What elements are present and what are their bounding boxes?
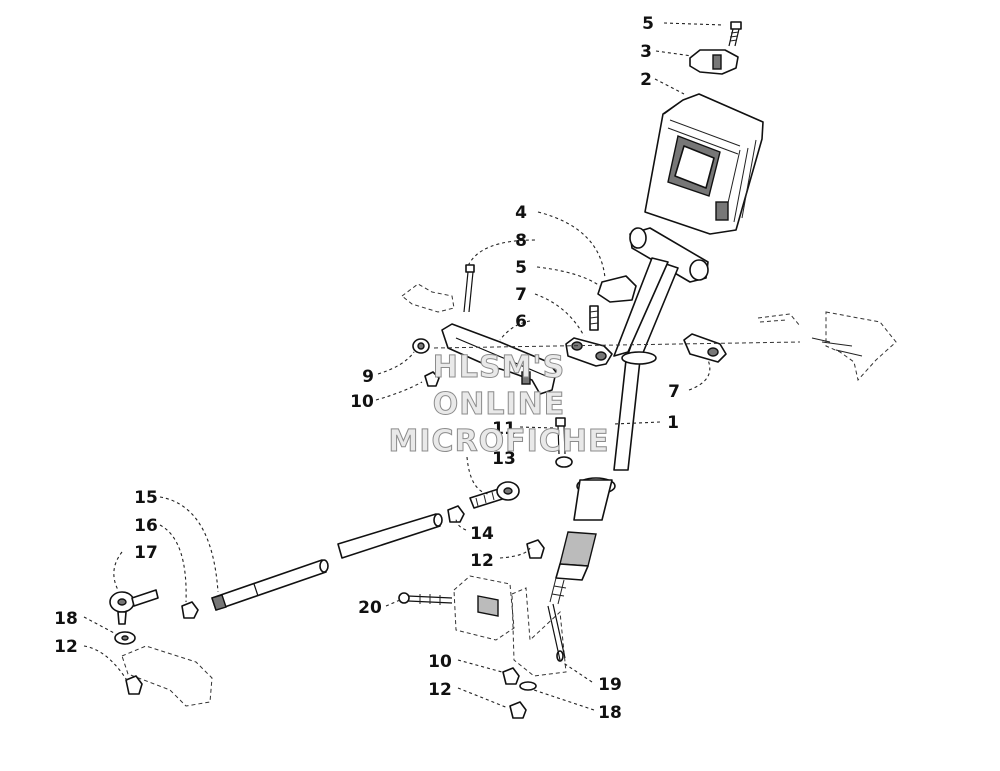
callout-7-left: 7 — [515, 285, 527, 305]
part-3-clamp-block — [689, 49, 739, 75]
callout-1: 1 — [667, 413, 679, 433]
part-20-bolt — [398, 592, 453, 605]
watermark-line-1: HLSM'S — [433, 350, 565, 385]
callout-11: 11 — [492, 419, 516, 439]
callout-10-left: 10 — [350, 392, 374, 412]
callout-15: 15 — [134, 488, 158, 508]
callout-4: 4 — [515, 203, 527, 223]
leader-lines — [83, 22, 725, 711]
part-4-clamp — [597, 275, 637, 303]
part-12-nut-mid — [526, 539, 545, 559]
callout-12-left: 12 — [54, 637, 78, 657]
part-1-steering-post — [549, 227, 709, 605]
callout-7-right: 7 — [668, 382, 680, 402]
watermark: HLSM'S ONLINE MICROFICHE — [388, 350, 610, 460]
callout-16: 16 — [134, 516, 158, 536]
reference-hood-bracket-right — [757, 311, 897, 382]
callout-12-bottom: 12 — [428, 680, 452, 700]
part-15-tie-rod — [211, 513, 443, 611]
callout-18-left: 18 — [54, 609, 78, 629]
reference-bearing-block — [453, 575, 515, 641]
part-5-cap-screw-top — [728, 21, 742, 47]
watermark-line-3: MICROFICHE — [389, 424, 610, 459]
reference-bracket-left — [401, 283, 455, 313]
callout-12-mid: 12 — [470, 551, 494, 571]
part-18-washer-left — [114, 631, 136, 645]
callout-5-top: 5 — [642, 14, 654, 34]
reference-steering-arm — [121, 645, 213, 707]
callout-18-bottom: 18 — [598, 703, 622, 723]
part-11-bolt — [555, 417, 566, 455]
part-12-nut-bottom — [509, 701, 527, 719]
part-17-tie-rod-end — [109, 589, 159, 625]
part-18-washer-bottom — [519, 681, 537, 691]
part-10-nut-left — [424, 371, 440, 387]
callout-5-mid: 5 — [515, 258, 527, 278]
part-13-rod-end — [469, 481, 520, 509]
callout-6: 6 — [515, 312, 527, 332]
part-7-link-plate-right — [683, 333, 727, 363]
callout-2: 2 — [640, 70, 652, 90]
callout-3: 3 — [640, 42, 652, 62]
part-5-cap-screw-mid — [589, 305, 599, 331]
part-2-handlebar-pad — [644, 93, 764, 235]
callout-labels: 5 3 2 4 8 5 7 6 9 10 7 1 11 13 15 16 17 … — [54, 14, 680, 723]
callout-10-bottom: 10 — [428, 652, 452, 672]
part-10-nut-bottom — [502, 667, 520, 685]
callout-9: 9 — [362, 367, 374, 387]
callout-13: 13 — [492, 449, 516, 469]
callout-14: 14 — [470, 524, 494, 544]
part-12-nut-left — [125, 675, 143, 695]
part-14-jam-nut — [447, 505, 465, 523]
part-9-nut — [412, 338, 430, 354]
watermark-line-2: ONLINE — [433, 387, 566, 422]
part-8-screw — [463, 264, 475, 313]
callout-8: 8 — [515, 231, 527, 251]
callout-20: 20 — [358, 598, 382, 618]
part-19-support-bracket — [511, 587, 567, 677]
part-7-link-plate-left — [565, 337, 613, 367]
callout-19: 19 — [598, 675, 622, 695]
callout-17: 17 — [134, 543, 158, 563]
reference-axis-line — [433, 341, 801, 349]
part-6-bracket — [441, 323, 557, 395]
part-16-jam-nut — [181, 601, 199, 619]
